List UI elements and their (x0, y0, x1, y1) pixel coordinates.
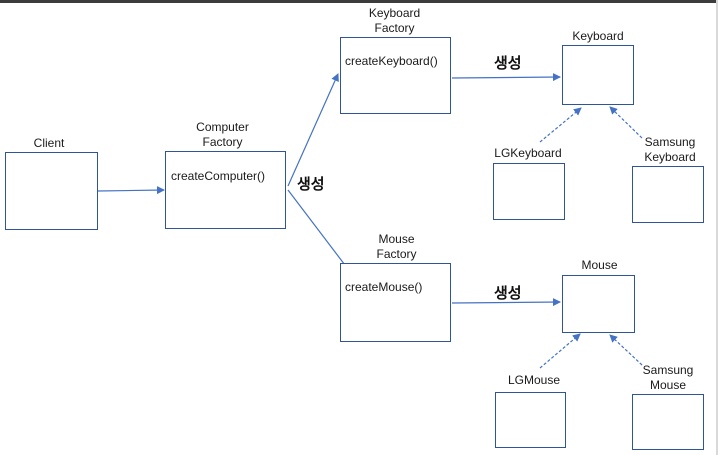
mouse-factory-to-mouse-arrow (451, 298, 561, 307)
create-keyboard-method: createKeyboard() (345, 54, 438, 68)
lgmouse-label: LGMouse (507, 373, 561, 387)
computer-factory-box (165, 151, 286, 229)
computer-to-keyboard-factory-arrow (287, 73, 339, 187)
mouse-factory-box (340, 263, 451, 342)
keyboard-box (562, 45, 634, 105)
computer-factory-label: Computer Factory (196, 120, 249, 149)
keyboard-factory-label: Keyboard Factory (368, 6, 421, 35)
mouse-box (562, 275, 635, 333)
samsung-keyboard-label: Samsung Keyboard (644, 135, 696, 164)
lgmouse-box (495, 392, 566, 448)
window-top-edge (0, 0, 718, 3)
create-label-computer: 생성 (297, 175, 325, 193)
create-label-mouse: 생성 (494, 284, 522, 302)
client-to-computer-factory-arrow (97, 186, 165, 195)
samsung-keyboard-implements-arrow (609, 106, 643, 139)
samsung-keyboard-box (632, 166, 704, 223)
mouse-factory-label: Mouse Factory (376, 232, 417, 261)
lgkeyboard-implements-arrow (539, 107, 582, 143)
mouse-label: Mouse (581, 258, 618, 272)
create-mouse-method: createMouse() (345, 280, 423, 294)
client-box (5, 152, 98, 230)
lgmouse-implements-arrow (539, 333, 581, 369)
keyboard-factory-box (340, 37, 451, 114)
create-computer-method: createComputer() (171, 169, 266, 183)
create-label-keyboard: 생성 (494, 54, 522, 72)
computer-to-mouse-factory-arrow (287, 189, 352, 274)
samsung-mouse-implements-arrow (609, 334, 643, 366)
lgkeyboard-label: LGKeyboard (494, 146, 562, 160)
samsung-mouse-box (632, 394, 704, 450)
lgkeyboard-box (493, 163, 565, 220)
samsung-mouse-label: Samsung Mouse (642, 363, 694, 392)
window-right-edge (716, 0, 718, 455)
client-label: Client (33, 136, 65, 150)
keyboard-factory-to-keyboard-arrow (451, 73, 561, 82)
keyboard-label: Keyboard (572, 29, 624, 43)
